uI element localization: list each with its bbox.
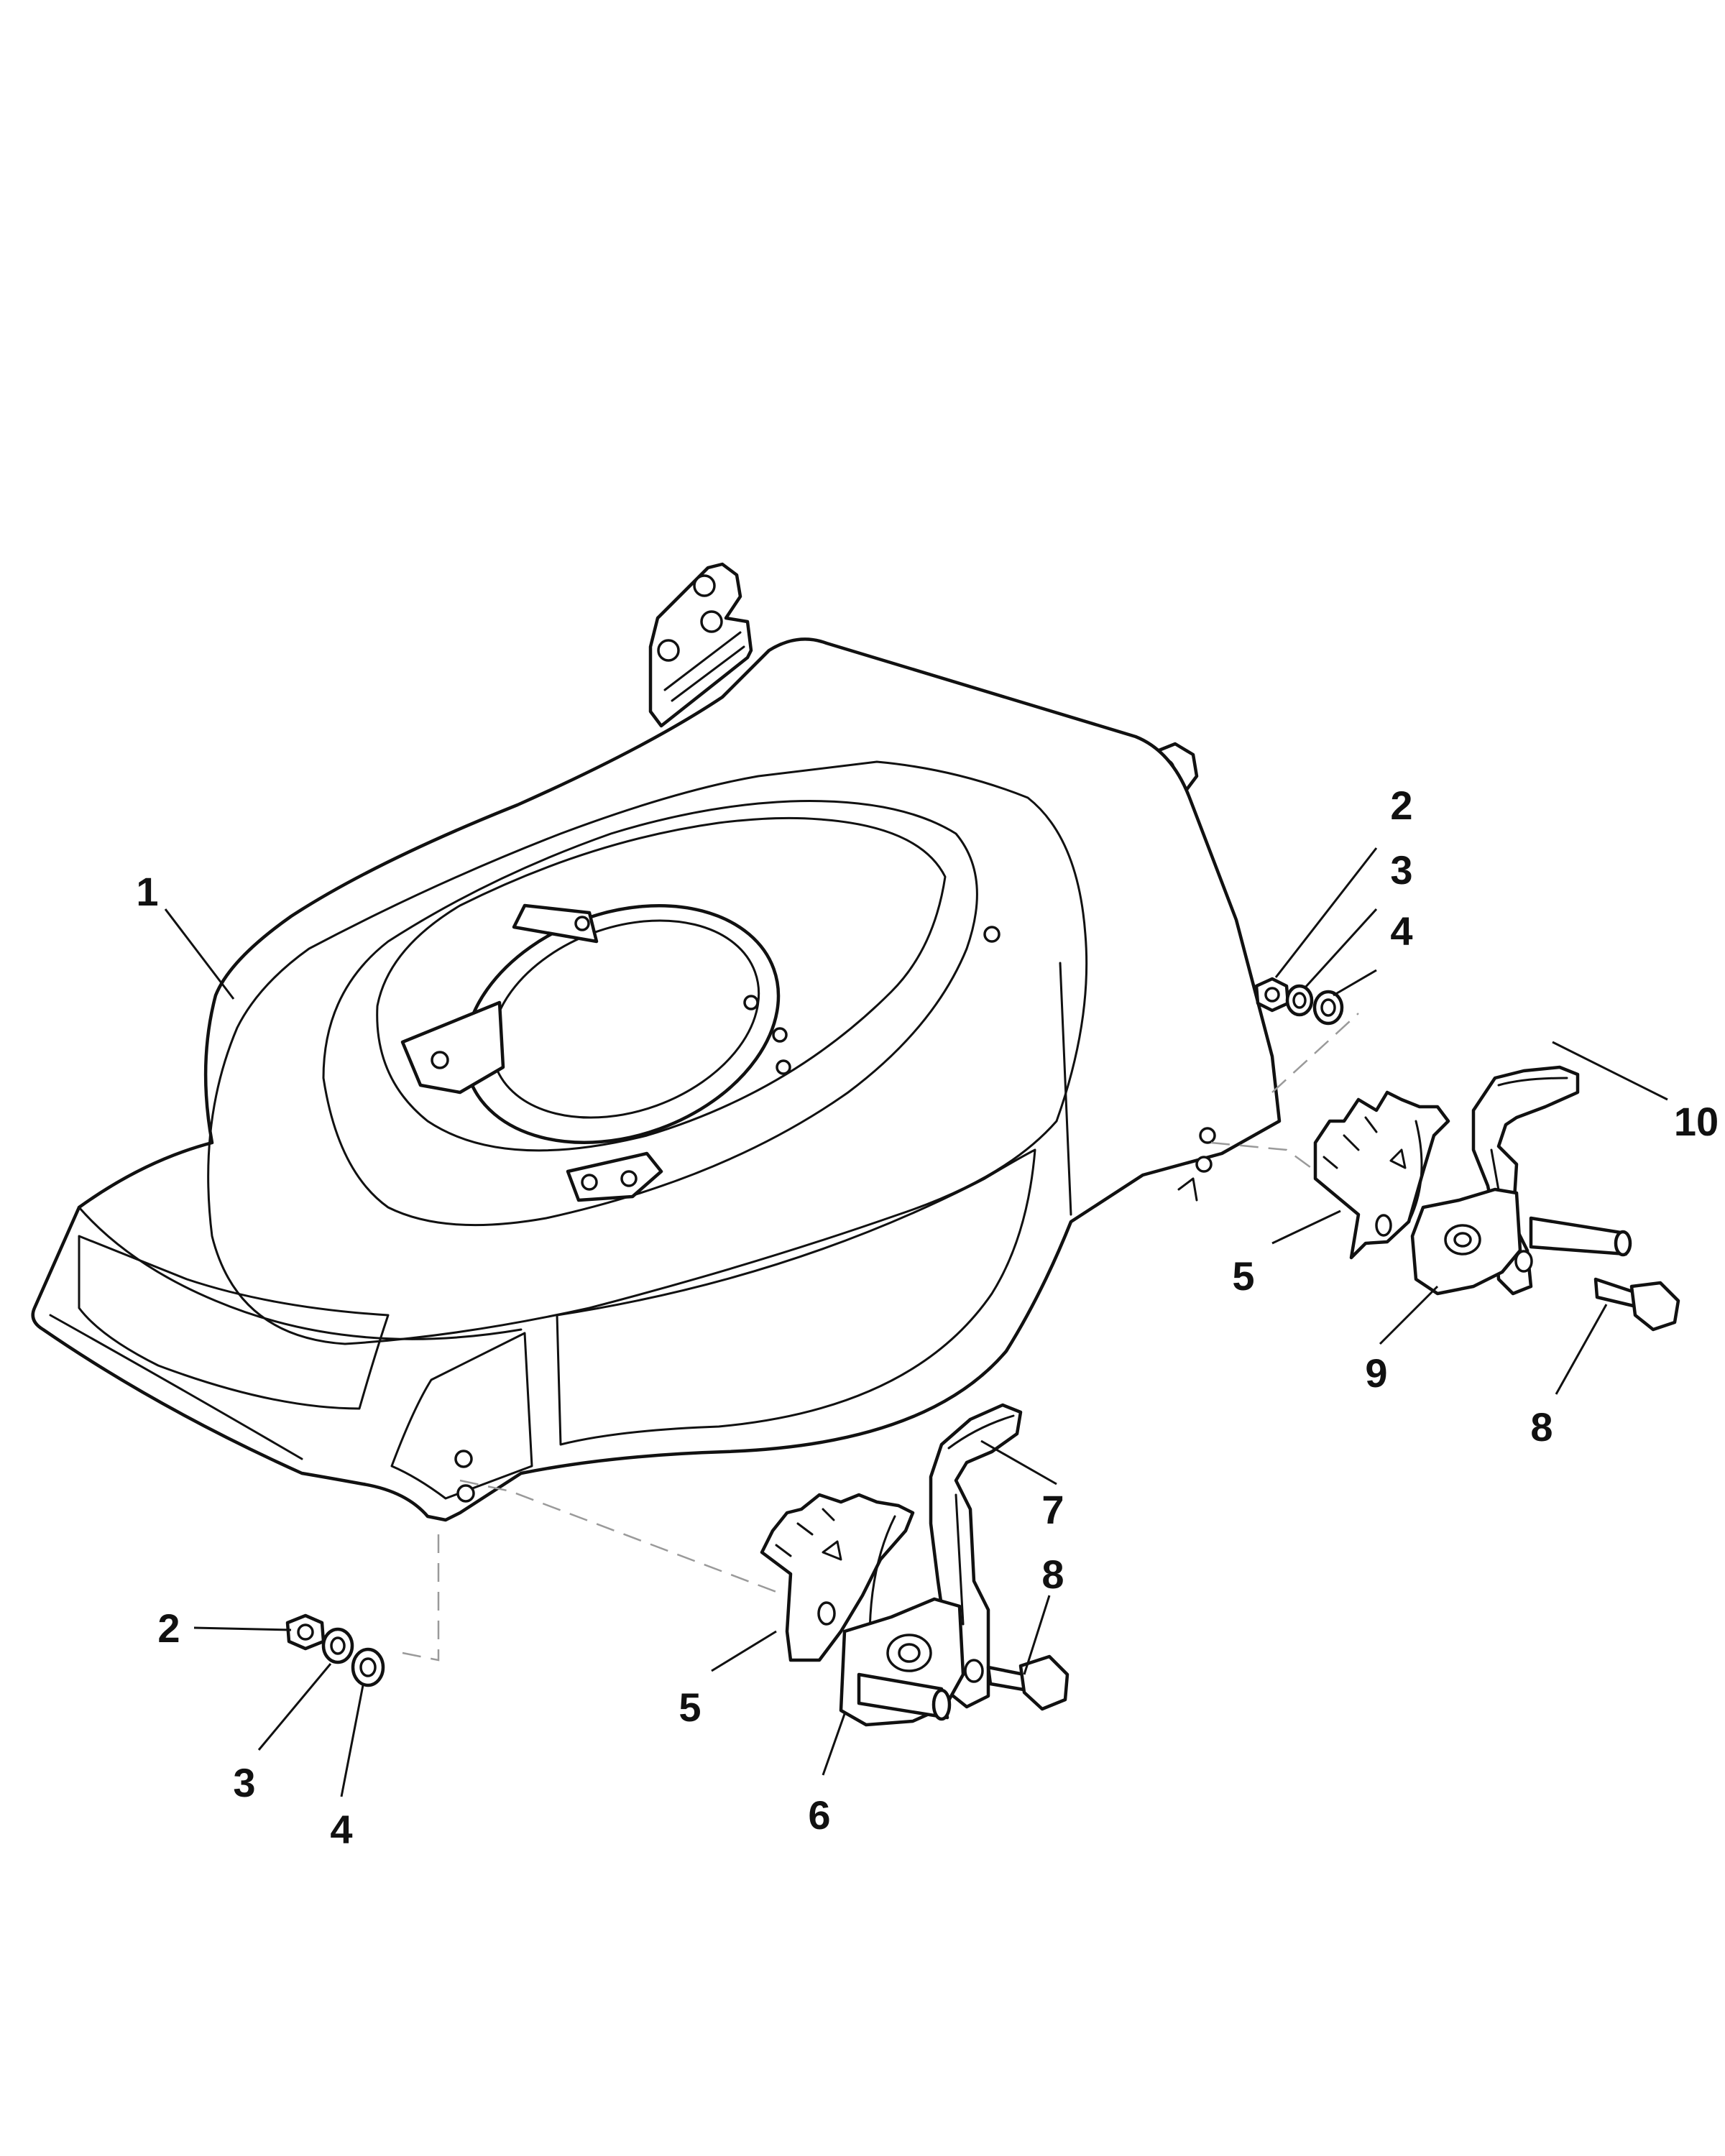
callout-5-right: 5 [1232, 1253, 1254, 1299]
washer-right-a [1285, 984, 1314, 1017]
callout-6: 6 [808, 1792, 830, 1838]
assembly-guide-lines [402, 1013, 1359, 1662]
callout-4-right: 4 [1390, 908, 1412, 954]
callout-9: 9 [1365, 1350, 1387, 1396]
washer-front-a [321, 1627, 354, 1664]
bolt-right [1593, 1277, 1680, 1332]
washer-front-b [351, 1647, 385, 1687]
bolt-front [986, 1654, 1070, 1711]
callout-2-right: 2 [1390, 783, 1412, 828]
rear-left-bracket [648, 562, 753, 728]
callout-5-front: 5 [678, 1685, 701, 1730]
callout-4-front: 4 [330, 1807, 352, 1852]
leader-lines [164, 847, 1668, 1797]
pivot-shaft-front [857, 1672, 952, 1721]
lever-mount-plate-right [1410, 1187, 1533, 1296]
callout-2-front: 2 [157, 1606, 180, 1651]
right-hardware [1254, 977, 1680, 1332]
callout-1: 1 [136, 869, 158, 914]
height-adjust-plate-right [1313, 1090, 1450, 1260]
callout-7: 7 [1041, 1487, 1064, 1532]
callout-8-right: 8 [1530, 1404, 1552, 1450]
mower-deck [31, 562, 1282, 1522]
callout-3-right: 3 [1390, 847, 1412, 893]
callout-labels: 1 2 3 4 10 5 9 8 7 8 5 6 2 3 4 [136, 783, 1719, 1852]
pivot-shaft-right [1529, 1216, 1632, 1257]
callout-3-front: 3 [233, 1760, 255, 1805]
front-hardware [285, 1403, 1070, 1727]
callout-10: 10 [1674, 1099, 1719, 1144]
washer-right-b [1312, 990, 1344, 1026]
nut-right [1254, 977, 1290, 1013]
height-adjust-plate-front [760, 1493, 915, 1662]
callout-8-front: 8 [1041, 1552, 1064, 1597]
nut-front [285, 1613, 326, 1651]
